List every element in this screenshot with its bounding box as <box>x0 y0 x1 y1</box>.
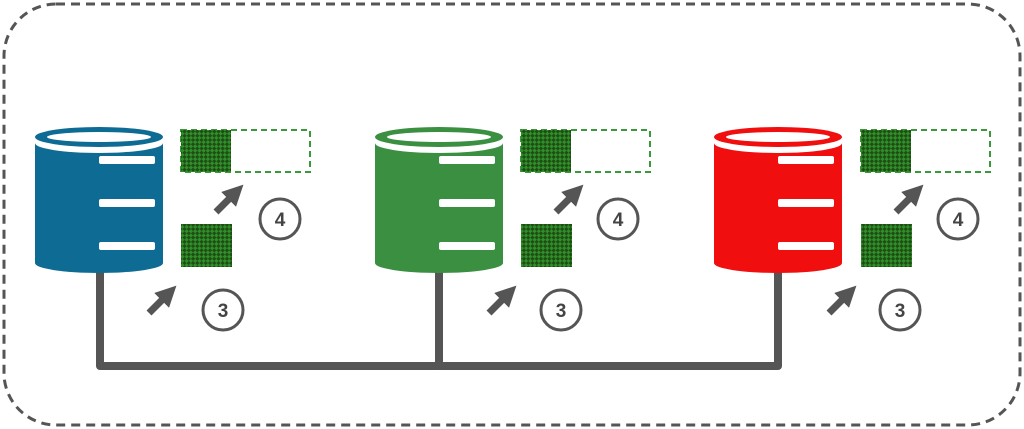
database-band <box>375 143 503 197</box>
database-top-highlight <box>47 132 151 142</box>
database-top-highlight <box>726 132 830 142</box>
database-band-highlight <box>439 199 495 207</box>
database-icon <box>35 127 163 273</box>
database-band <box>375 229 503 273</box>
step-badge-4: 4 <box>258 197 302 241</box>
database-top-highlight <box>387 132 491 142</box>
database-icon <box>714 127 842 273</box>
svg-text:3: 3 <box>218 301 229 322</box>
step-badge-3: 3 <box>201 288 245 332</box>
database-band-highlight <box>439 242 495 250</box>
replicated-chunk <box>861 130 911 172</box>
replicated-chunk <box>521 130 571 172</box>
data-chunk <box>521 224 572 267</box>
database-icon <box>375 127 503 273</box>
svg-text:4: 4 <box>613 210 624 231</box>
step-badge-4: 4 <box>596 197 640 241</box>
database-band-highlight <box>99 199 155 207</box>
arrow-icon <box>146 285 177 316</box>
database-band-highlight <box>778 199 834 207</box>
step-badge-3: 3 <box>878 288 922 332</box>
database-band-highlight <box>99 156 155 164</box>
node-red: 4 3 <box>714 127 991 332</box>
svg-text:3: 3 <box>556 301 567 322</box>
arrow-icon <box>826 285 857 316</box>
database-band <box>714 143 842 197</box>
database-band <box>714 229 842 273</box>
arrow-icon <box>553 184 584 215</box>
svg-text:4: 4 <box>953 210 964 231</box>
replicated-chunk <box>181 130 231 172</box>
arrow-icon <box>893 184 924 215</box>
svg-text:4: 4 <box>275 210 286 231</box>
node-green: 4 3 <box>375 127 651 332</box>
database-band-highlight <box>99 242 155 250</box>
data-chunk <box>181 224 232 267</box>
svg-text:3: 3 <box>895 301 906 322</box>
data-chunk <box>861 224 912 267</box>
step-badge-3: 3 <box>539 288 583 332</box>
database-band-highlight <box>439 156 495 164</box>
arrow-icon <box>213 184 244 215</box>
network-connector <box>96 262 782 370</box>
database-band-highlight <box>778 156 834 164</box>
database-band-highlight <box>778 242 834 250</box>
step-badge-4: 4 <box>936 197 980 241</box>
database-band <box>35 143 163 197</box>
database-band <box>35 229 163 273</box>
node-blue: 4 3 <box>35 127 311 332</box>
arrow-icon <box>486 285 517 316</box>
